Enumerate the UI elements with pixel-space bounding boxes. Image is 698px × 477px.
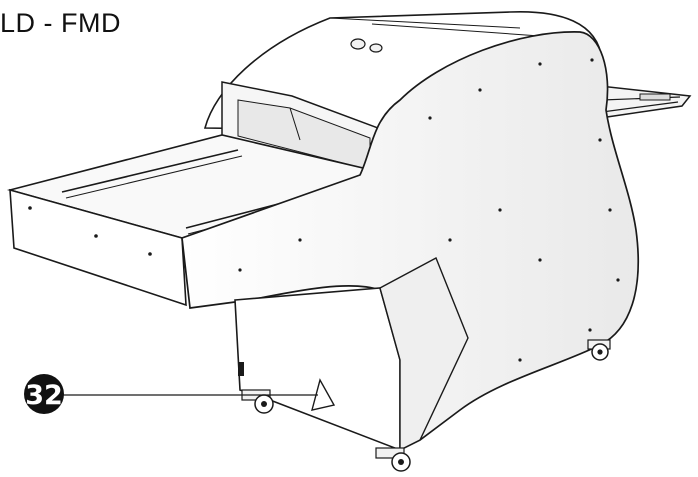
- lower-cabinet: [234, 257, 469, 452]
- caster-front-right: [375, 447, 411, 472]
- infeed-tray: [6, 134, 383, 307]
- caster-front-left: [241, 389, 274, 414]
- caster-rear-right: [587, 339, 611, 361]
- model-title: LD - FMD: [0, 8, 121, 38]
- callout-number: 32: [25, 380, 63, 411]
- callout-32: 32: [24, 374, 318, 414]
- callout-badge: [24, 374, 64, 414]
